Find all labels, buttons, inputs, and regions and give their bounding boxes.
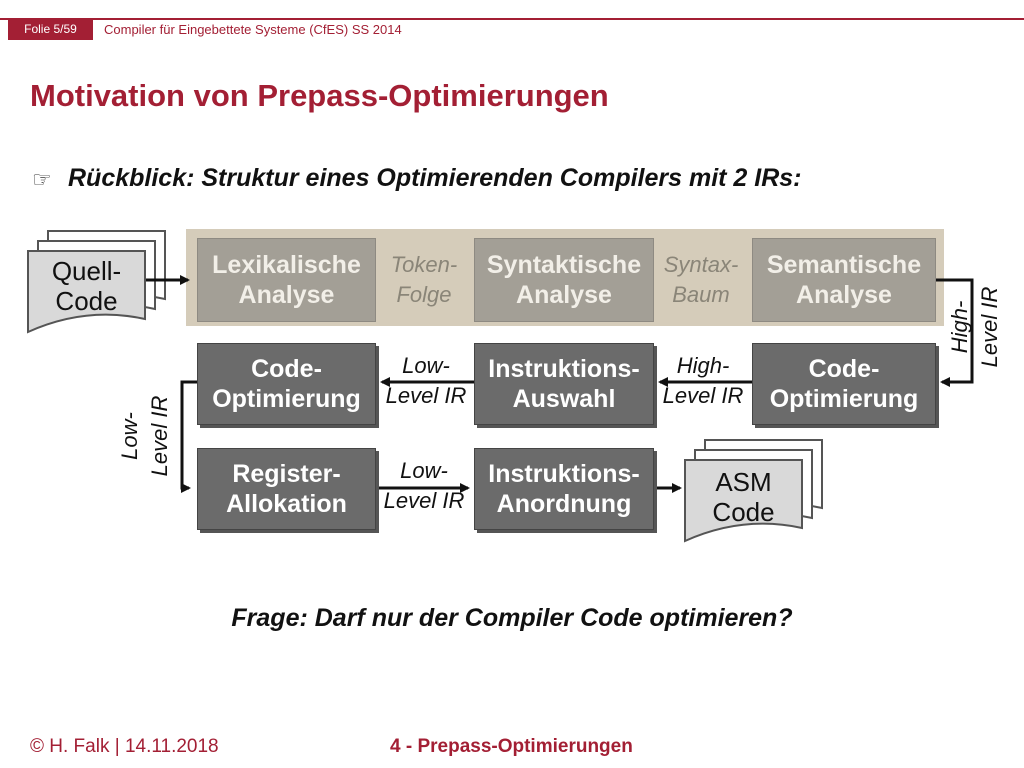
pointing-hand-icon: ☞ — [32, 167, 52, 192]
semantic-analysis-line2: Analyse — [796, 281, 892, 309]
slide-number: Folie 5/59 — [8, 18, 93, 40]
asm-code-label-line1: ASM — [715, 467, 772, 497]
source-code-label-line1: Quell- — [51, 256, 122, 286]
instr-select-line1: Instruktions- — [488, 355, 640, 383]
code-optimization-high-box: Code-Optimierung — [752, 343, 936, 425]
token-label-line1: Token- — [390, 252, 458, 277]
low-ir-mid-line2: Level IR — [385, 383, 467, 408]
instruction-scheduling-box: Instruktions-Anordnung — [474, 448, 654, 530]
semantic-analysis-line1: Semantische — [766, 251, 922, 279]
low-level-ir-bottom-label: Low- Level IR — [376, 456, 472, 516]
syntax-analysis-line2: Analyse — [516, 281, 612, 309]
high-ir-mid-line1: High- — [676, 353, 730, 378]
footer-section: 4 - Prepass-Optimierungen — [390, 736, 633, 757]
code-opt-low-line1: Code- — [251, 355, 322, 383]
low-ir-bottom-line2: Level IR — [383, 488, 465, 513]
instr-select-line2: Auswahl — [512, 385, 616, 413]
code-opt-high-line1: Code- — [808, 355, 880, 383]
question-text: Frage: Darf nur der Compiler Code optimi… — [231, 604, 793, 632]
source-code-label: Quell- Code — [28, 256, 145, 316]
instr-sched-line1: Instruktions- — [488, 460, 640, 488]
token-label-line2: Folge — [396, 282, 452, 307]
high-ir-right-line2: Level IR — [977, 286, 1002, 368]
source-document-icon — [27, 230, 166, 334]
syntax-analysis-line1: Syntaktische — [486, 251, 642, 279]
instr-sched-line2: Anordnung — [496, 490, 632, 518]
low-ir-left-line2: Level IR — [147, 395, 172, 477]
code-optimization-low-box: Code-Optimierung — [197, 343, 376, 425]
high-level-ir-right-label: High- Level IR — [945, 277, 1005, 377]
lexical-analysis-line2: Analyse — [238, 281, 335, 309]
asm-code-label-line2: Code — [712, 497, 775, 527]
code-opt-low-line2: Optimierung — [212, 385, 361, 413]
low-level-ir-mid-label: Low- Level IR — [378, 351, 474, 411]
high-level-ir-mid-label: High- Level IR — [655, 351, 751, 411]
header-rule — [0, 18, 1024, 20]
high-ir-mid-line2: Level IR — [662, 383, 744, 408]
asm-code-label: ASM Code — [685, 467, 802, 527]
asm-document-icon — [684, 439, 823, 543]
bullet-text: Rückblick: Struktur eines Optimierenden … — [68, 164, 802, 192]
syntax-tree-label: Syntax- Baum — [653, 250, 749, 310]
lexical-analysis-line1: Lexikalische — [212, 251, 361, 279]
low-ir-left-line1: Low- — [117, 412, 142, 460]
syntax-tree-label-line1: Syntax- — [663, 252, 739, 277]
footer-author-date: © H. Falk | 14.11.2018 — [30, 736, 219, 757]
code-opt-high-line2: Optimierung — [769, 385, 919, 413]
syntax-tree-label-line2: Baum — [672, 282, 730, 307]
source-code-label-line2: Code — [55, 286, 118, 316]
register-allocation-box: Register-Allokation — [197, 448, 376, 530]
reg-alloc-line2: Allokation — [226, 490, 347, 518]
reg-alloc-line1: Register- — [232, 460, 341, 488]
low-level-ir-left-label: Low- Level IR — [115, 386, 175, 486]
low-ir-bottom-line1: Low- — [400, 458, 448, 483]
token-sequence-label: Token- Folge — [376, 250, 472, 310]
high-ir-right-line1: High- — [947, 300, 972, 354]
page-title: Motivation von Prepass-Optimierungen — [30, 78, 609, 113]
instruction-selection-box: Instruktions-Auswahl — [474, 343, 654, 425]
low-ir-mid-line1: Low- — [402, 353, 450, 378]
course-title: Compiler für Eingebettete Systeme (CfES)… — [104, 22, 402, 37]
